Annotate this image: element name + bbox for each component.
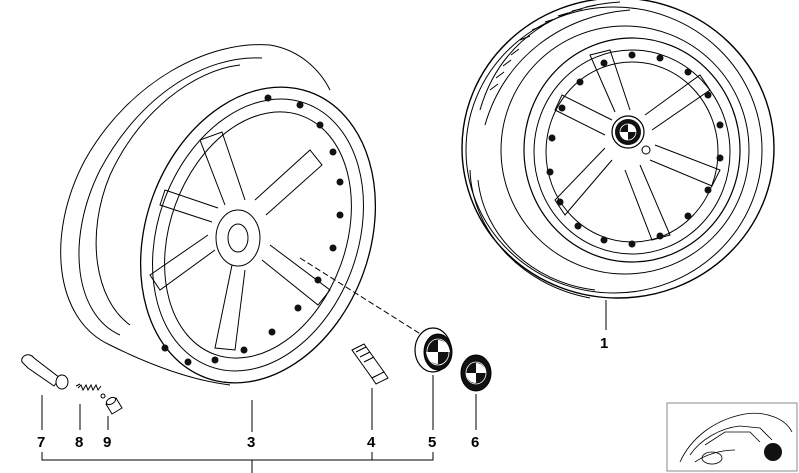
complete-wheel-bolts (546, 51, 724, 248)
complete-wheel-lug (641, 145, 651, 155)
rim-spokes (149, 131, 331, 351)
callout-1: 1 (600, 335, 609, 352)
callout-9: 9 (103, 434, 112, 451)
rim-barrel (60, 44, 331, 386)
callout-6: 6 (471, 434, 480, 451)
bmw-roundel-icon (611, 115, 645, 149)
callout-5: 5 (428, 434, 437, 451)
callout-bracket (41, 452, 434, 473)
emblem-badge (460, 354, 492, 430)
rim-flange-outer (139, 86, 377, 384)
tire-valve (21, 354, 69, 430)
rim-hub (215, 209, 261, 267)
callout-7: 7 (37, 434, 46, 451)
callout-8: 8 (75, 434, 84, 451)
complete-wheel-assembly (461, 0, 775, 330)
rim-bolts (161, 94, 344, 366)
valve-cap (105, 396, 123, 430)
vehicle-location-inset (666, 402, 798, 472)
wheel-location-marker (764, 443, 782, 461)
axis-dash-line (299, 257, 431, 341)
callout-3: 3 (247, 434, 256, 451)
center-cap (414, 327, 453, 430)
callout-4: 4 (367, 434, 376, 451)
rim-disassembled (60, 44, 431, 432)
wheel-bolt (351, 343, 389, 430)
valve-core (75, 383, 106, 430)
rim-flange-inner (152, 98, 364, 372)
